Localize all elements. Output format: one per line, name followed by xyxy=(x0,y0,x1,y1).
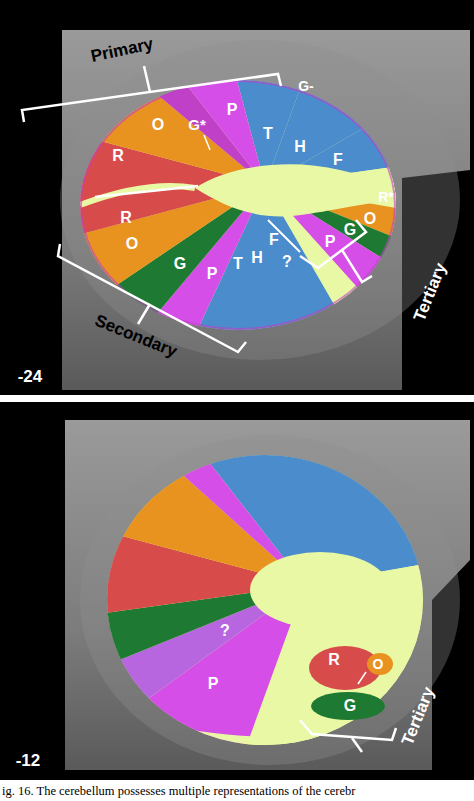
bracket xyxy=(144,66,150,92)
lobule-letter: P xyxy=(227,102,238,118)
lobule-region xyxy=(265,25,474,185)
lobule-letter: F xyxy=(269,232,279,248)
bracket xyxy=(342,250,372,282)
lobule-letter: O xyxy=(373,657,384,671)
lobule-letter: R xyxy=(328,652,340,668)
lobule-letter: P xyxy=(207,266,218,282)
lobule-region xyxy=(367,653,393,675)
lobule-letter: G- xyxy=(298,79,314,93)
lobule-letter: G xyxy=(344,222,356,238)
lobule-region xyxy=(0,371,305,585)
lobule-letter: R xyxy=(120,210,132,226)
lobule-letter: G xyxy=(344,698,356,714)
lobule-region xyxy=(265,185,474,462)
bracket xyxy=(300,220,366,268)
white-matter-core xyxy=(195,164,398,216)
lobule-letter: P xyxy=(208,676,219,692)
leader-line xyxy=(204,135,210,150)
lobule-letter: H xyxy=(251,250,263,266)
lobule-letter: T xyxy=(233,256,243,272)
lobule-region xyxy=(311,692,385,720)
lobule-letter: P xyxy=(325,234,336,250)
bracket xyxy=(22,74,281,122)
cerebellum-slice xyxy=(0,0,474,505)
figure-caption: ig. 16. The cerebellum possesses multipl… xyxy=(2,785,355,798)
lobule-letter: R xyxy=(112,148,124,164)
bracket xyxy=(138,304,150,324)
white-matter-strip xyxy=(150,720,330,760)
cerebellum-slice xyxy=(0,265,474,801)
white-matter-core xyxy=(250,552,390,628)
cerebellum-rim xyxy=(81,81,395,329)
lobule-letter: O xyxy=(364,211,376,227)
leader-line xyxy=(358,672,366,684)
lobule-region xyxy=(67,333,305,585)
region-label: -24 xyxy=(18,368,43,385)
bracket xyxy=(352,738,362,752)
lobule-letter: T xyxy=(263,126,273,142)
panel-background xyxy=(0,0,474,395)
lobule-letter: R* xyxy=(378,190,394,204)
boundary-line xyxy=(95,186,198,197)
lobule-letter: ? xyxy=(220,623,230,639)
boundary-line xyxy=(268,220,300,252)
lobule-letter: H xyxy=(294,139,306,155)
lobule-letter: ? xyxy=(282,254,292,270)
lobule-letter: G* xyxy=(188,117,206,132)
lobule-letter: O xyxy=(152,117,164,133)
lobule-letter: G xyxy=(174,256,186,272)
lobule-region xyxy=(68,0,265,185)
lobule-letter: O xyxy=(126,236,138,252)
lobule-letter: F xyxy=(333,152,343,168)
region-label: -12 xyxy=(16,752,41,769)
bracket xyxy=(300,720,396,740)
